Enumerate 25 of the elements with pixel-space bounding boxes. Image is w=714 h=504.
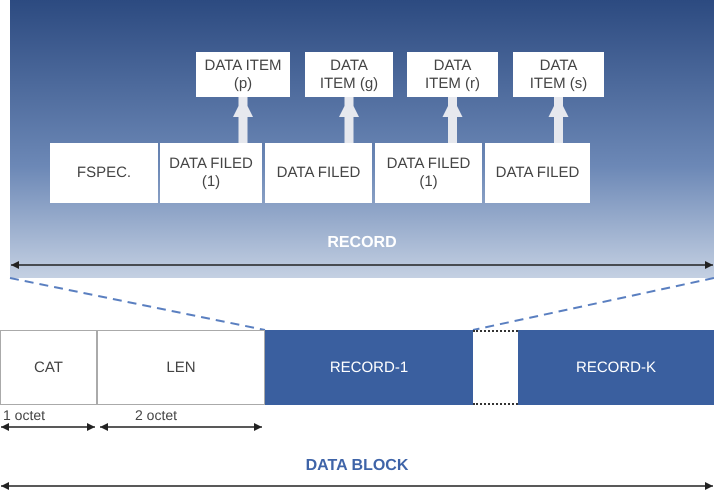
data-item-box: DATA ITEM (g) xyxy=(305,52,393,97)
data-item-box: DATA ITEM (s) xyxy=(513,52,604,97)
data-field-box: DATA FILED xyxy=(265,143,372,203)
record-box: RECORD-1 xyxy=(265,330,473,405)
category-box: CAT xyxy=(0,330,97,405)
gap-box xyxy=(473,330,518,405)
fspec-box: FSPEC. xyxy=(50,143,158,203)
record-panel xyxy=(10,0,714,278)
dimension-label: 2 octet xyxy=(135,407,178,423)
section-label: DATA BLOCK xyxy=(304,457,410,475)
data-field-box: DATA FILED (1) xyxy=(160,143,262,203)
arrow xyxy=(339,97,359,143)
data-field-box: DATA FILED xyxy=(485,143,590,203)
panel-title: RECORD xyxy=(326,234,398,252)
dimension-label: 1 octet xyxy=(3,407,46,423)
data-item-box: DATA ITEM (p) xyxy=(196,52,290,97)
data-field-box: DATA FILED (1) xyxy=(375,143,482,203)
data-item-box: DATA ITEM (r) xyxy=(407,52,498,97)
arrow xyxy=(233,97,253,143)
length-box: LEN xyxy=(97,330,265,405)
arrow xyxy=(548,97,568,143)
dashed-line xyxy=(10,277,266,331)
record-box: RECORD-K xyxy=(518,330,714,405)
dashed-line xyxy=(472,277,714,331)
arrow xyxy=(442,97,462,143)
